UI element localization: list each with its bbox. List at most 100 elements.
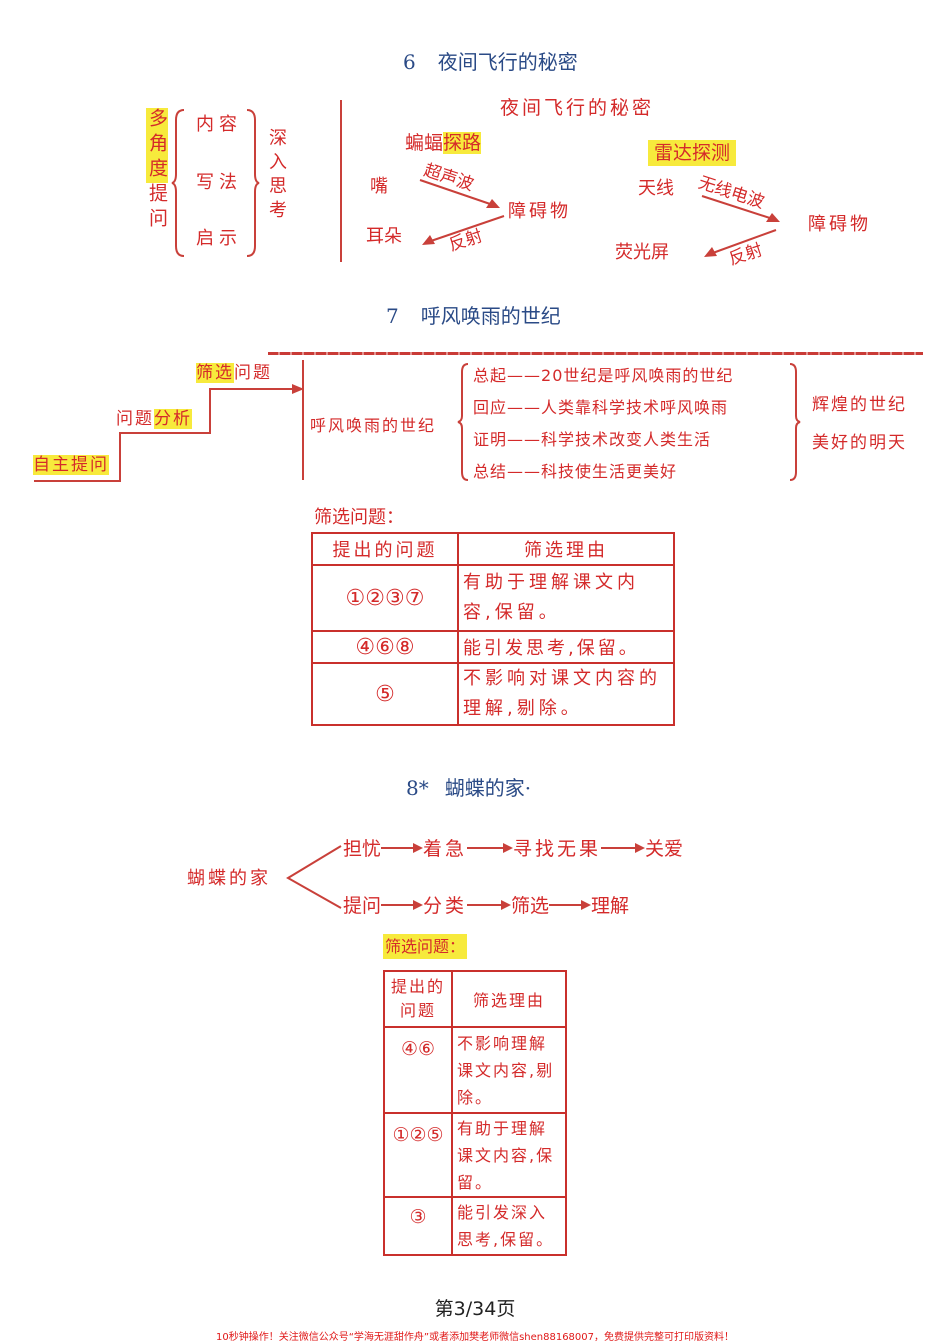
aspect-writing: 写法 — [196, 172, 242, 193]
table-caption: 筛选问题： — [383, 933, 468, 959]
filter-reason: 能引发思考,保留。 — [457, 630, 675, 664]
section-7-title: 7 呼风唤雨的世纪 — [386, 300, 561, 329]
question-numbers: ⑤ — [311, 662, 459, 726]
bat-obstacle: 障碍物 — [508, 201, 571, 222]
deep-thinking: 深入思考 — [266, 128, 287, 224]
branch-bottom: 提问 分类 筛选 理解 — [343, 891, 629, 918]
stair-filter: 筛选问题 — [196, 358, 272, 383]
section-8-title: 8* 蝴蝶的家· — [406, 772, 531, 801]
flow-step: 寻找无果 — [513, 838, 602, 860]
left-brace-icon — [171, 109, 185, 257]
page-number: 第3/34页 — [434, 1298, 516, 1320]
question-numbers: ④⑥ — [383, 1026, 453, 1114]
right-brace-icon — [246, 109, 260, 257]
radar-obstacle: 障碍物 — [808, 214, 871, 235]
radar-title-highlight: 雷达探测 — [648, 140, 737, 166]
aspect-inspiration: 启示 — [196, 228, 242, 249]
arrow-icon — [381, 899, 424, 910]
branch-top: 担忧 着急 寻找无果 关爱 — [343, 834, 683, 861]
arrow-icon — [601, 842, 646, 853]
question-numbers: ④⑥⑧ — [311, 630, 459, 664]
structure-row: 证明——科学技术改变人类生活 — [473, 426, 711, 450]
filter-reason: 不影响理解课文内容,剔除。 — [451, 1026, 567, 1114]
arrow-icon — [701, 195, 780, 222]
filter-table: 提出的问题 筛选理由 ①②③⑦ 有助于理解课文内容,保留。 ④⑥⑧ 能引发思考,… — [311, 532, 675, 726]
bat-title: 蝙蝠探路 — [405, 128, 482, 155]
multi-angle-question: 多角度提问 — [146, 108, 168, 233]
bat-mouth: 嘴 — [370, 176, 388, 197]
branch-lines — [286, 845, 342, 909]
arrow-icon — [467, 842, 514, 853]
highlight-multi-angle: 多角度 — [146, 108, 168, 183]
structure-row: 回应——人类靠科学技术呼风唤雨 — [473, 394, 728, 418]
filter-reason: 有助于理解课文内容,保留。 — [457, 564, 675, 632]
radar-title: 雷达探测 — [648, 138, 737, 166]
bat-title-plain: 蝙蝠 — [405, 132, 444, 154]
question-numbers: ③ — [383, 1196, 453, 1256]
radar-screen: 荧光屏 — [615, 242, 669, 263]
top-rule — [268, 352, 923, 355]
center-topic: 呼风唤雨的世纪 — [310, 416, 437, 435]
caption-highlight: 筛选问题： — [383, 934, 468, 959]
structure-text: 人类靠科学技术呼风唤雨 — [541, 398, 729, 417]
flow-step: 筛选 — [511, 895, 550, 917]
table-header: 筛选理由 — [457, 532, 675, 566]
flow-step: 关爱 — [645, 838, 684, 860]
arrow-icon — [422, 215, 505, 245]
dash: —— — [507, 398, 542, 417]
bat-title-highlight: 探路 — [443, 132, 482, 154]
bat-ears: 耳朵 — [366, 226, 402, 247]
arrow-icon — [419, 179, 500, 208]
filter-reason: 能引发深入思考,保留。 — [451, 1196, 567, 1256]
table-header: 提出的问题 — [383, 970, 453, 1028]
flow-step: 理解 — [591, 895, 630, 917]
summary-future: 美好的明天 — [812, 433, 907, 453]
structure-text: 科学技术改变人类生活 — [541, 430, 712, 449]
dash: —— — [507, 430, 542, 449]
section-title-text: 呼风唤雨的世纪 — [420, 304, 561, 328]
dash: —— — [507, 462, 542, 481]
divider-line — [302, 360, 304, 480]
structure-label: 回应 — [473, 398, 508, 417]
radar-antenna: 天线 — [638, 178, 674, 199]
stair-plain: 问题 — [234, 363, 272, 383]
structure-label: 证明 — [473, 430, 508, 449]
filter-reason: 不影响对课文内容的理解,剔除。 — [457, 662, 675, 726]
filter-table: 提出的问题 筛选理由 ④⑥ 不影响理解课文内容,剔除。 ①②⑤ 有助于理解课文内… — [383, 970, 567, 1256]
structure-row: 总结——科技使生活更美好 — [473, 458, 677, 482]
question-label: 提问 — [146, 183, 168, 233]
stair-self-question: 自主提问 — [33, 450, 109, 475]
structure-text: 科技使生活更美好 — [541, 462, 678, 481]
structure-row: 总起——20世纪是呼风唤雨的世纪 — [473, 362, 733, 386]
section-6-title: 6 夜间飞行的秘密 — [403, 46, 578, 75]
flow-step: 担忧 — [343, 838, 382, 860]
stair-highlight: 筛选 — [196, 363, 234, 383]
stair-highlight: 自主提问 — [33, 455, 109, 475]
stair-highlight: 分析 — [154, 409, 192, 429]
structure-text: 20世纪是呼风唤雨的世纪 — [541, 366, 734, 385]
aspect-content: 内容 — [196, 114, 242, 135]
section-number: 7 — [386, 304, 399, 328]
section-title-text: 蝴蝶的家· — [444, 776, 532, 800]
right-brace-icon — [789, 363, 801, 481]
root-node: 蝴蝶的家 — [187, 868, 271, 889]
arrow-icon — [381, 842, 424, 853]
stair-plain: 问题 — [116, 409, 154, 429]
left-brace-icon — [457, 363, 469, 481]
divider-line — [340, 100, 342, 262]
stairs-line — [34, 384, 304, 482]
question-numbers: ①②③⑦ — [311, 564, 459, 632]
table-header: 筛选理由 — [451, 970, 567, 1028]
arrow-icon — [549, 899, 592, 910]
flow-step: 提问 — [343, 895, 382, 917]
table-caption: 筛选问题： — [314, 507, 404, 528]
section-number: 6 — [403, 50, 416, 74]
section-number: 8* — [406, 776, 429, 800]
section-title-text: 夜间飞行的秘密 — [437, 50, 578, 74]
structure-label: 总结 — [473, 462, 508, 481]
arrow-icon — [704, 229, 777, 257]
question-numbers: ①②⑤ — [383, 1112, 453, 1198]
summary-glorious: 辉煌的世纪 — [812, 395, 907, 415]
stair-analysis: 问题分析 — [116, 404, 192, 429]
promo-note: 10秒钟操作！关注微信公众号“学海无涯甜作舟”或者添加樊老师微信shen8816… — [215, 1332, 735, 1343]
